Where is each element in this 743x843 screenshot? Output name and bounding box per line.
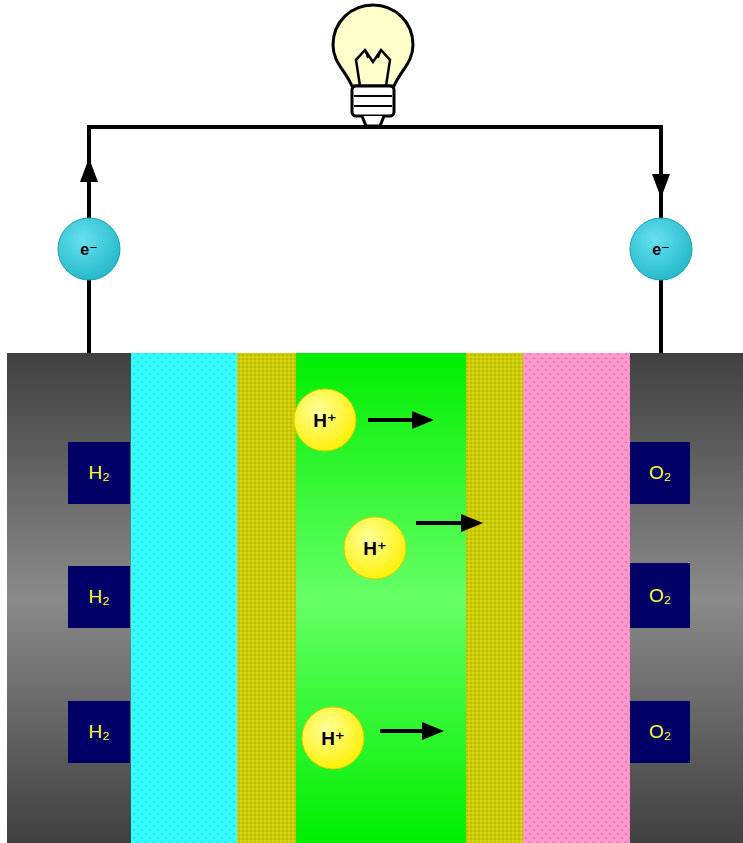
gas-box: H₂ (68, 442, 130, 504)
gas-box: O₂ (630, 442, 690, 504)
gas-box: O₂ (630, 563, 690, 628)
proton-circle: H⁺ (301, 706, 365, 770)
gas-box: H₂ (68, 701, 130, 763)
node-text: O₂ (649, 585, 671, 607)
gas-box: H₂ (68, 566, 130, 628)
proton-circle: H⁺ (293, 388, 357, 452)
node-text: H⁺ (321, 727, 345, 750)
node-text: H₂ (88, 721, 109, 743)
node-text: e⁻ (652, 240, 669, 259)
node-text: e⁻ (80, 240, 97, 259)
node-text: O₂ (649, 462, 671, 484)
arrowhead (652, 174, 670, 198)
anode-layer (131, 353, 237, 843)
electron-circle: e⁻ (629, 217, 693, 281)
arrowhead (80, 158, 98, 182)
cathode-layer (523, 353, 630, 843)
node-text: H₂ (88, 586, 109, 608)
node-text: H₂ (88, 462, 109, 484)
anode-plate (7, 353, 131, 843)
node-text: O₂ (649, 721, 671, 743)
catalyst-layer (237, 353, 296, 843)
circuit-wire (89, 127, 661, 353)
gas-box: O₂ (630, 701, 690, 763)
proton-circle: H⁺ (343, 516, 407, 580)
membrane (296, 353, 466, 843)
catalyst-layer (466, 353, 523, 843)
node-text: H⁺ (313, 409, 337, 432)
node-text: H⁺ (363, 537, 387, 560)
electron-circle: e⁻ (57, 217, 121, 281)
light-bulb (333, 5, 413, 126)
cathode-plate (630, 353, 743, 843)
